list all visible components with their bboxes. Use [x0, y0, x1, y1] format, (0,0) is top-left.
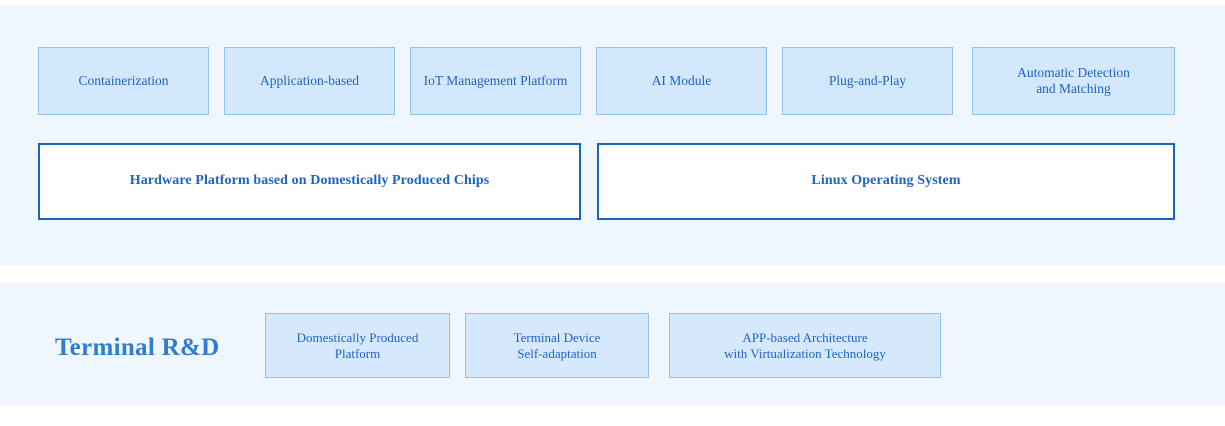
capability-tile-ai-module[interactable]: AI Module	[596, 47, 767, 115]
terminal-tile-terminal-device-self-adaptation[interactable]: Terminal Device Self-adaptation	[465, 313, 649, 378]
capability-tile-iot-management-platform[interactable]: IoT Management Platform	[410, 47, 581, 115]
capability-tile-application-based[interactable]: Application-based	[224, 47, 395, 115]
capability-tile-plug-and-play[interactable]: Plug-and-Play	[782, 47, 953, 115]
upper-section-band	[0, 5, 1225, 265]
capability-tile-automatic-detection-and-matching[interactable]: Automatic Detection and Matching	[972, 47, 1175, 115]
platform-bar-hardware-platform[interactable]: Hardware Platform based on Domestically …	[38, 143, 581, 220]
capability-tile-containerization[interactable]: Containerization	[38, 47, 209, 115]
terminal-tile-app-based-architecture[interactable]: APP-based Architecture with Virtualizati…	[669, 313, 941, 378]
section-title-terminal-rd: Terminal R&D	[55, 334, 220, 361]
terminal-tile-domestically-produced-platform[interactable]: Domestically Produced Platform	[265, 313, 450, 378]
platform-bar-linux-operating-system[interactable]: Linux Operating System	[597, 143, 1175, 220]
